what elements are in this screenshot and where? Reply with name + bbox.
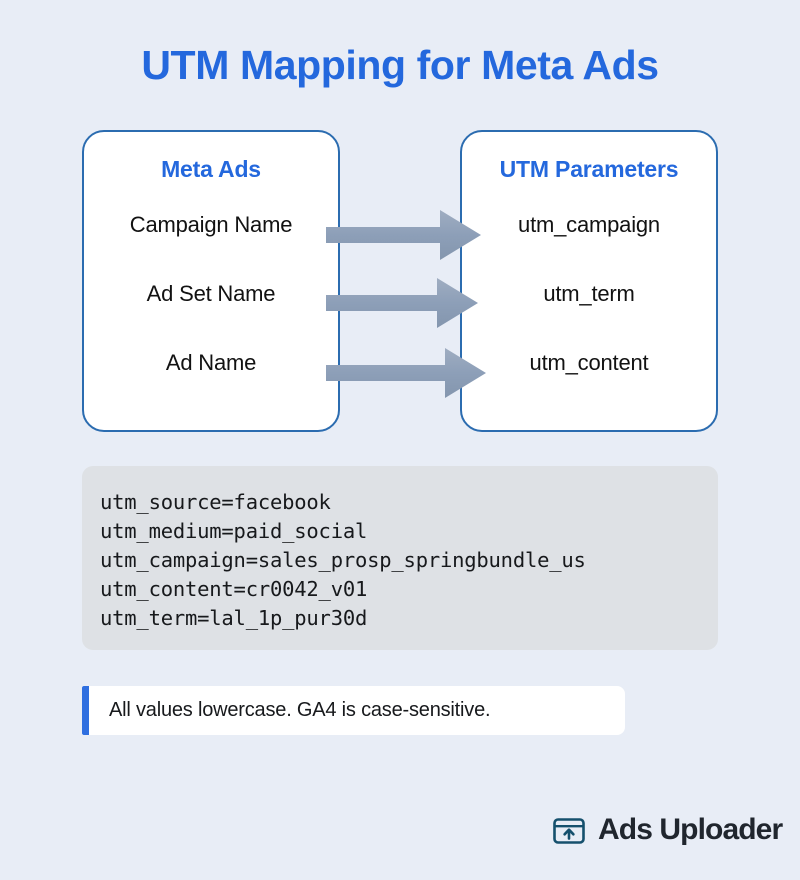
meta-ads-row-ad-set-name: Ad Set Name [146,281,276,306]
code-line: utm_medium=paid_social [100,519,368,543]
meta-ads-card: Meta Ads Campaign Name Ad Set Name Ad Na… [82,130,340,432]
upload-box-icon [553,818,585,844]
arrow-campaign-to-utm-campaign [326,210,481,260]
note-accent-bar [82,686,89,735]
code-line: utm_term=lal_1p_pur30d [100,606,368,630]
utm-row-utm-campaign: utm_campaign [518,212,660,237]
meta-ads-card-title: Meta Ads [161,156,261,182]
page-title: UTM Mapping for Meta Ads [141,42,659,88]
meta-ads-row-campaign-name: Campaign Name [129,212,293,237]
utm-row-utm-term: utm_term [543,281,635,306]
code-line: utm_campaign=sales_prosp_springbundle_us [100,548,586,572]
code-line: utm_source=facebook [100,490,331,514]
arrow-adset-to-utm-term [326,278,478,328]
brand-name: Ads Uploader [598,813,783,846]
note-text: All values lowercase. GA4 is case-sensit… [109,699,491,721]
meta-ads-row-ad-name: Ad Name [165,350,257,375]
utm-parameters-card: UTM Parameters utm_campaign utm_term utm… [460,130,718,432]
utm-example-code-block: utm_source=facebook utm_medium=paid_soci… [82,466,718,650]
brand-lockup: Ads Uploader [551,812,783,848]
utm-row-utm-content: utm_content [529,350,649,375]
utm-parameters-card-title: UTM Parameters [499,156,679,182]
arrow-adname-to-utm-content [326,348,486,398]
code-line: utm_content=cr0042_v01 [100,577,368,601]
note-callout: All values lowercase. GA4 is case-sensit… [82,686,625,735]
